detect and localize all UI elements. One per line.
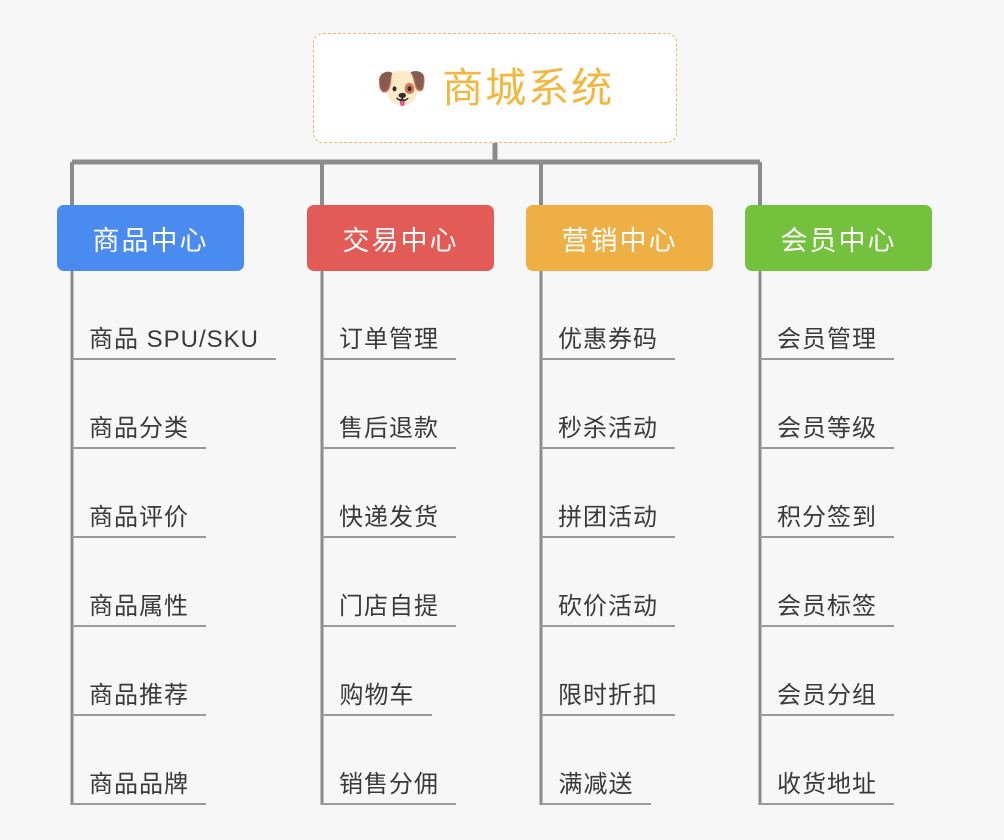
root-title: 商城系统 [442,64,615,111]
leaf-item-label: 购物车 [339,682,415,710]
leaf-item-label: 优惠券码 [558,326,658,354]
leaf-item[interactable]: 商品评价 [72,492,206,538]
category-label: 会员中心 [780,225,897,256]
leaf-item[interactable]: 商品推荐 [72,670,206,716]
leaf-item[interactable]: 限时折扣 [541,670,675,716]
category-box-trade-center[interactable]: 交易中心 [307,205,494,271]
leaf-item[interactable]: 门店自提 [322,581,456,627]
leaf-item-label: 商品分类 [89,415,189,443]
leaf-item[interactable]: 商品品牌 [72,759,206,805]
category-box-member-center[interactable]: 会员中心 [745,205,932,271]
leaf-item[interactable]: 会员等级 [760,403,894,449]
leaf-item-label: 商品推荐 [89,682,189,710]
leaf-item-label: 门店自提 [339,593,439,621]
leaf-item[interactable]: 购物车 [322,670,432,716]
leaf-item[interactable]: 秒杀活动 [541,403,675,449]
leaf-item[interactable]: 快递发货 [322,492,456,538]
leaf-item-label: 售后退款 [339,415,439,443]
leaf-item-label: 商品品牌 [89,771,189,799]
leaf-item-label: 会员标签 [777,593,877,621]
leaf-item-label: 商品 SPU/SKU [88,326,260,354]
leaf-item-label: 会员管理 [777,326,877,354]
category-label: 商品中心 [92,225,209,256]
leaf-item[interactable]: 商品分类 [72,403,206,449]
leaf-item-label: 快递发货 [339,504,439,532]
leaf-item[interactable]: 销售分佣 [322,759,456,805]
leaf-item-label: 秒杀活动 [558,415,658,443]
leaf-item[interactable]: 积分签到 [760,492,894,538]
root-node-商城系统[interactable]: 🐶 商城系统 [313,33,677,143]
leaf-item-label: 收货地址 [777,771,877,799]
category-label: 营销中心 [561,225,678,256]
leaf-item-label: 积分签到 [777,504,877,532]
leaf-item-label: 销售分佣 [339,771,439,799]
leaf-item-label: 拼团活动 [558,504,658,532]
leaf-item[interactable]: 会员标签 [760,581,894,627]
leaf-item[interactable]: 会员管理 [760,314,894,360]
leaf-item[interactable]: 满减送 [541,759,651,805]
leaf-item[interactable]: 收货地址 [760,759,894,805]
leaf-item[interactable]: 砍价活动 [541,581,675,627]
leaf-item[interactable]: 商品属性 [72,581,206,627]
leaf-item-label: 会员分组 [777,682,877,710]
leaf-item[interactable]: 商品 SPU/SKU [72,314,276,360]
leaf-item[interactable]: 会员分组 [760,670,894,716]
category-label: 交易中心 [342,225,459,256]
dog-face-icon: 🐶 [375,64,429,111]
leaf-item-label: 会员等级 [777,415,877,443]
leaf-item[interactable]: 拼团活动 [541,492,675,538]
leaf-item[interactable]: 优惠券码 [541,314,675,360]
leaf-item[interactable]: 售后退款 [322,403,456,449]
leaf-item-label: 砍价活动 [558,593,658,621]
leaf-item-label: 限时折扣 [558,682,658,710]
category-box-product-center[interactable]: 商品中心 [57,205,244,271]
leaf-item-label: 订单管理 [339,326,439,354]
leaf-item-label: 商品属性 [89,593,189,621]
leaf-item-label: 商品评价 [89,504,189,532]
category-box-marketing-center[interactable]: 营销中心 [526,205,713,271]
leaf-item-label: 满减送 [558,771,634,799]
leaf-item[interactable]: 订单管理 [322,314,456,360]
